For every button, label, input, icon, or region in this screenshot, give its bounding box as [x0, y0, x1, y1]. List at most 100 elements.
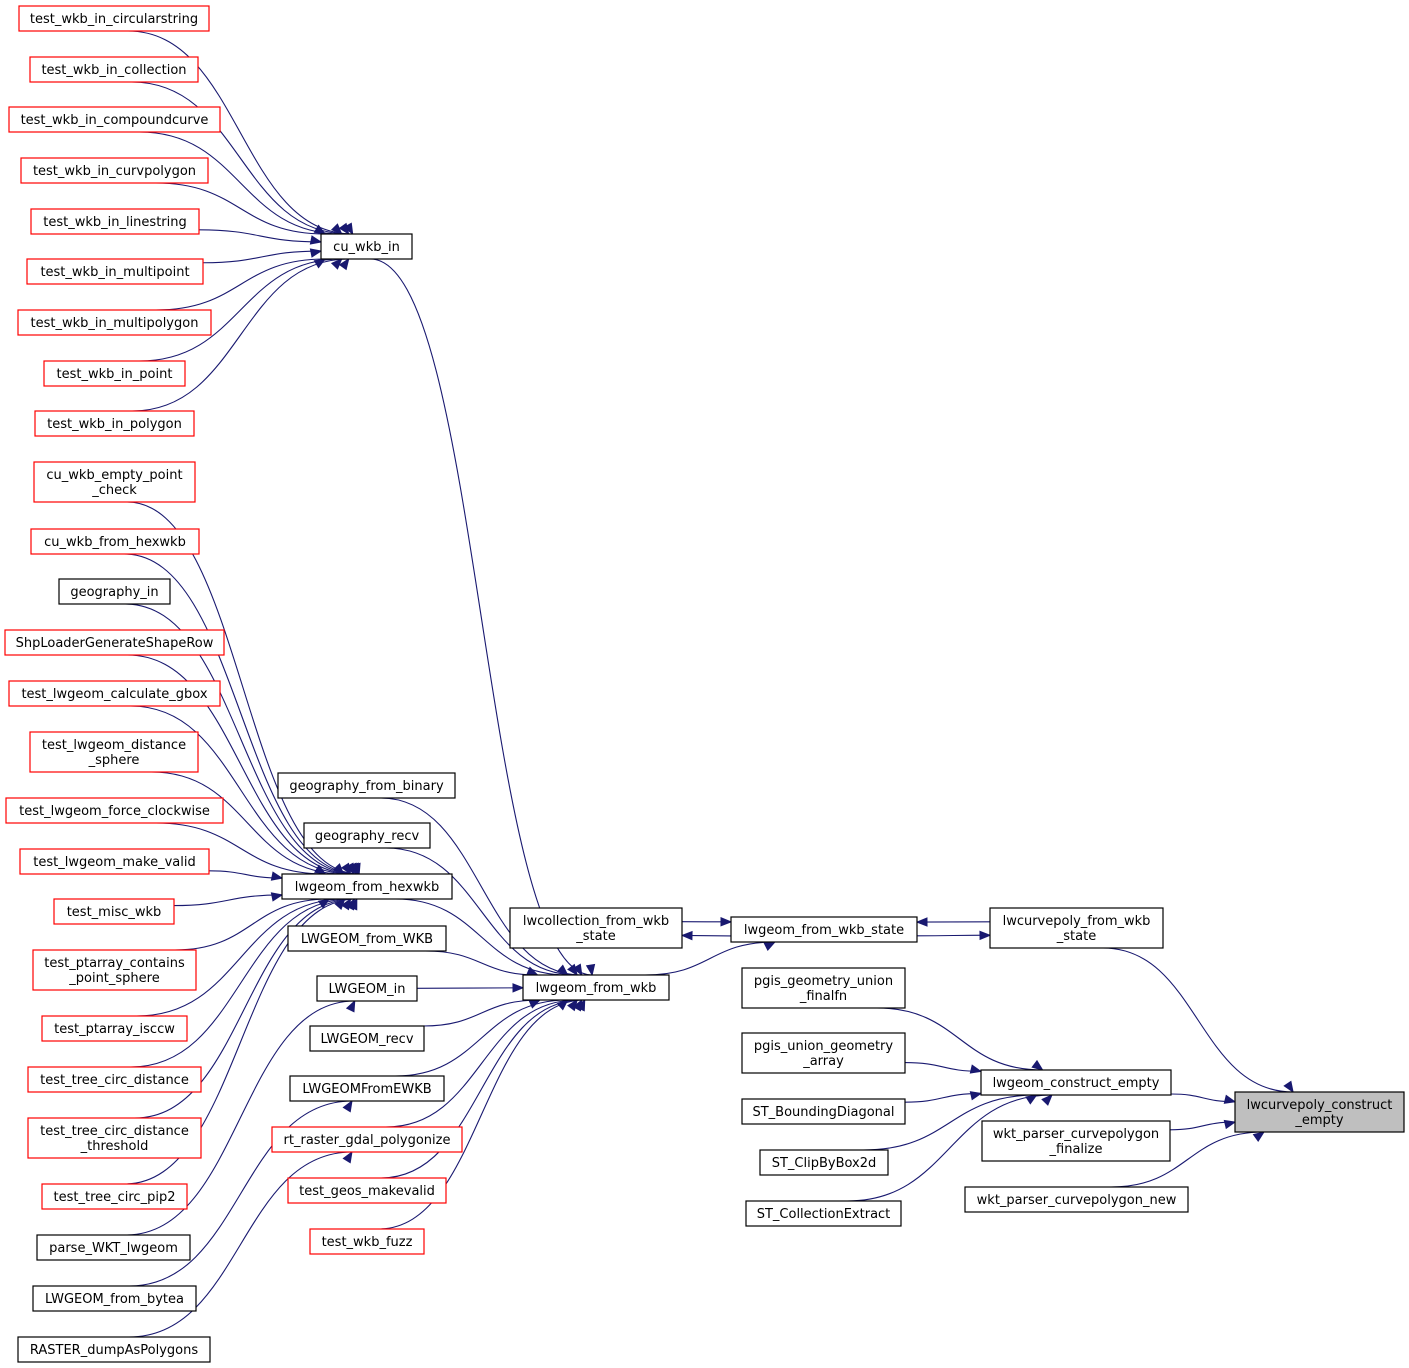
node-box	[741, 1098, 906, 1125]
node-label: test_ptarray_contains	[44, 956, 185, 971]
node-lwcollection-from-wkb-state[interactable]: lwcollection_from_wkb_state	[509, 907, 683, 949]
node-box	[277, 772, 456, 799]
edge-pgis_geometry_union_finalfn-to-lwgeom_construct_empty	[876, 1007, 1043, 1071]
node-box	[741, 967, 906, 1009]
node-n4[interactable]: test_wkb_in_curvpolygon	[20, 157, 209, 184]
node-wkt-parser-curvepolygon-finalize[interactable]: wkt_parser_curvepolygon_finalize	[981, 1120, 1171, 1162]
node-label: test_tree_circ_distance	[40, 1073, 189, 1088]
node-n25[interactable]: LWGEOM_from_bytea	[32, 1285, 197, 1312]
arrowhead-lwgeom_construct_empty	[1041, 1094, 1053, 1106]
edge-n23-to-lwgeom_from_hexwkb	[124, 898, 357, 1185]
node-st-boundingdiagonal[interactable]: ST_BoundingDiagonal	[741, 1098, 906, 1125]
node-n3[interactable]: test_wkb_in_compoundcurve	[8, 106, 221, 133]
node-label: test_lwgeom_calculate_gbox	[21, 687, 207, 702]
arrowhead-lwgeom_from_wkb	[585, 963, 596, 977]
node-lwcurvepoly-construct-empty[interactable]: lwcurvepoly_construct_empty	[1234, 1091, 1405, 1133]
arrowhead-lwcurvepoly_construct_empty	[1223, 1094, 1237, 1104]
node-pgis-union-geometry-array[interactable]: pgis_union_geometry_array	[741, 1032, 906, 1074]
node-n9[interactable]: test_wkb_in_polygon	[34, 410, 195, 437]
node-n19[interactable]: test_ptarray_contains_point_sphere	[32, 949, 197, 991]
node-n23[interactable]: test_tree_circ_pip2	[41, 1183, 188, 1210]
edge-n5-to-cu_wkb_in	[198, 229, 322, 243]
arrowhead-lwgeom_from_wkb	[512, 983, 525, 993]
node-geography-recv[interactable]: geography_recv	[303, 822, 431, 849]
node-lwgeom-recv[interactable]: LWGEOM_recv	[309, 1025, 425, 1052]
node-test-geos-makevalid[interactable]: test_geos_makevalid	[287, 1177, 447, 1204]
node-n2[interactable]: test_wkb_in_collection	[29, 56, 199, 83]
node-label: test_ptarray_isccw	[54, 1022, 175, 1037]
arrowhead-lwcurvepoly_from_wkb_state	[979, 930, 992, 941]
node-label: lwgeom_from_wkb	[536, 981, 657, 996]
node-n1[interactable]: test_wkb_in_circularstring	[18, 5, 210, 32]
node-label: test_wkb_in_multipolygon	[31, 316, 199, 331]
node-cu-wkb-in[interactable]: cu_wkb_in	[320, 233, 413, 260]
node-label: ShpLoaderGenerateShapeRow	[16, 636, 214, 651]
node-test-wkb-fuzz[interactable]: test_wkb_fuzz	[309, 1228, 425, 1255]
node-pgis-geometry-union-finalfn[interactable]: pgis_geometry_union_finalfn	[741, 967, 906, 1009]
node-box	[34, 410, 195, 437]
node-n6[interactable]: test_wkb_in_multipoint	[26, 258, 204, 285]
edge-n20-to-lwgeom_from_hexwkb	[136, 898, 345, 1017]
arrowhead-lwgeom_from_hexwkb	[314, 864, 327, 875]
arrowhead-lwgeom_from_wkb_state	[763, 941, 777, 951]
node-n11[interactable]: cu_wkb_from_hexwkb	[30, 528, 200, 555]
node-lwgeom-from-wkb-state[interactable]: lwgeom_from_wkb_state	[730, 916, 918, 943]
arrowhead-lwcurvepoly_construct_empty	[1252, 1131, 1266, 1142]
edge-n8-to-cu_wkb_in	[139, 258, 342, 362]
node-n7[interactable]: test_wkb_in_multipolygon	[17, 309, 212, 336]
node-st-clipbybox2d[interactable]: ST_ClipByBox2d	[759, 1149, 889, 1176]
node-wkt-parser-curvepolygon-new[interactable]: wkt_parser_curvepolygon_new	[964, 1186, 1189, 1213]
node-box	[759, 1149, 889, 1176]
node-label: test_tree_circ_distance	[40, 1124, 189, 1139]
node-n16[interactable]: test_lwgeom_force_clockwise	[5, 797, 224, 824]
node-box	[27, 1066, 202, 1093]
edge-test_wkb_fuzz-to-lwgeom_from_wkb	[378, 999, 585, 1230]
node-st-collectionextract[interactable]: ST_CollectionExtract	[745, 1200, 902, 1227]
node-n18[interactable]: test_misc_wkb	[53, 898, 175, 925]
edge-n22-to-lwgeom_from_hexwkb	[134, 898, 355, 1119]
arrowhead-lwgeom_from_wkb_state	[915, 917, 928, 927]
edge-LWGEOM_from_WKB-to-lwgeom_from_wkb	[425, 950, 538, 976]
node-n17[interactable]: test_lwgeom_make_valid	[19, 848, 210, 875]
node-box	[271, 1126, 463, 1153]
node-n24[interactable]: parse_WKT_lwgeom	[36, 1234, 191, 1261]
node-lwgeom-construct-empty[interactable]: lwgeom_construct_empty	[980, 1069, 1172, 1096]
node-n10[interactable]: cu_wkb_empty_point_check	[33, 461, 196, 503]
node-lwgeom-in[interactable]: LWGEOM_in	[316, 975, 418, 1002]
node-label: wkt_parser_curvepolygon_new	[977, 1193, 1177, 1208]
node-label: cu_wkb_empty_point	[46, 468, 182, 483]
node-lwgeomfromewkb[interactable]: LWGEOMFromEWKB	[289, 1075, 445, 1102]
edge-n19-to-lwgeom_from_hexwkb	[174, 898, 330, 951]
node-box	[309, 1228, 425, 1255]
edge-test_geos_makevalid-to-lwgeom_from_wkb	[381, 999, 582, 1179]
node-n8[interactable]: test_wkb_in_point	[43, 360, 186, 387]
node-lwgeom-from-wkb[interactable]: lwgeom_from_wkb	[522, 974, 670, 1001]
node-n22[interactable]: test_tree_circ_distance_threshold	[27, 1117, 202, 1159]
node-n5[interactable]: test_wkb_in_linestring	[30, 208, 200, 235]
node-n20[interactable]: test_ptarray_isccw	[41, 1015, 188, 1042]
node-n14[interactable]: test_lwgeom_calculate_gbox	[8, 680, 221, 707]
node-label: lwgeom_construct_empty	[993, 1076, 1160, 1091]
node-box	[1234, 1091, 1405, 1133]
node-n26[interactable]: RASTER_dumpAsPolygons	[17, 1336, 211, 1363]
node-n12[interactable]: geography_in	[58, 578, 171, 605]
node-lwgeom-from-wkb[interactable]: LWGEOM_from_WKB	[287, 925, 447, 952]
node-rt-raster-gdal-polygonize[interactable]: rt_raster_gdal_polygonize	[271, 1126, 463, 1153]
node-n15[interactable]: test_lwgeom_distance_sphere	[29, 731, 199, 773]
node-box	[509, 907, 683, 949]
node-box	[964, 1186, 1189, 1213]
node-n21[interactable]: test_tree_circ_distance	[27, 1066, 202, 1093]
arrowhead-cu_wkb_in	[313, 224, 327, 235]
node-lwcurvepoly-from-wkb-state[interactable]: lwcurvepoly_from_wkb_state	[989, 907, 1164, 949]
node-box	[981, 1120, 1171, 1162]
node-n13[interactable]: ShpLoaderGenerateShapeRow	[4, 629, 225, 656]
node-label: geography_recv	[315, 829, 420, 844]
node-label: ST_ClipByBox2d	[772, 1156, 877, 1171]
node-geography-from-binary[interactable]: geography_from_binary	[277, 772, 456, 799]
node-label: test_wkb_in_curvpolygon	[33, 164, 196, 179]
node-lwgeom-from-hexwkb[interactable]: lwgeom_from_hexwkb	[281, 873, 453, 900]
arrowhead-lwgeom_from_wkb	[576, 998, 586, 1012]
arrowhead-cu_wkb_in	[343, 222, 354, 236]
node-box	[19, 848, 210, 875]
